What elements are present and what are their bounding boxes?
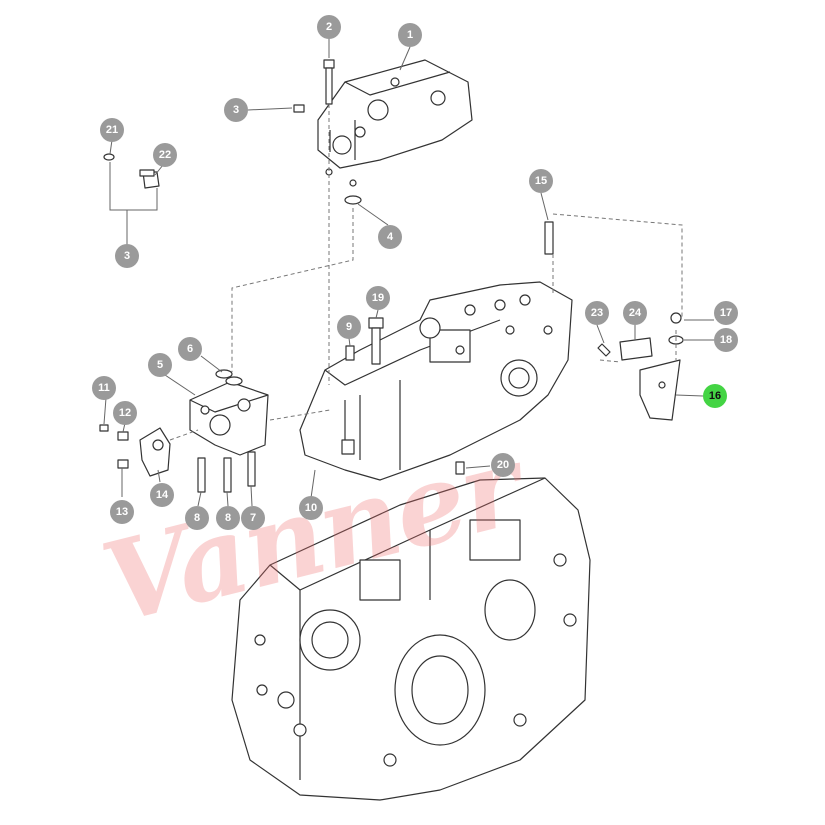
bracket-part-16 — [639, 359, 681, 421]
leader-lines — [103, 38, 714, 507]
bolt-part-2 — [323, 59, 335, 105]
bolts-part-8-7 — [197, 451, 256, 493]
callout-9[interactable]: 9 — [337, 315, 361, 339]
callout-11[interactable]: 11 — [92, 376, 116, 400]
bushing-part-12 — [117, 431, 129, 441]
callout-18[interactable]: 18 — [714, 328, 738, 352]
lever-part-14 — [139, 427, 171, 477]
callout-3-lower[interactable]: 3 — [115, 244, 139, 268]
callout-17[interactable]: 17 — [714, 301, 738, 325]
callout-7[interactable]: 7 — [241, 506, 265, 530]
dowel-part-9 — [345, 345, 355, 361]
hydraulic-housing-part-10 — [299, 281, 573, 481]
dashed-assembly-lines — [169, 104, 683, 441]
callout-10[interactable]: 10 — [299, 496, 323, 520]
pin-part-23 — [597, 343, 611, 357]
callout-2[interactable]: 2 — [317, 15, 341, 39]
callout-1[interactable]: 1 — [398, 23, 422, 47]
callout-22[interactable]: 22 — [153, 143, 177, 167]
washer-part-21 — [103, 153, 115, 161]
lift-cover-part — [317, 59, 473, 169]
plate-part-24 — [619, 337, 653, 361]
callout-23[interactable]: 23 — [585, 301, 609, 325]
callout-6[interactable]: 6 — [178, 337, 202, 361]
bolt-part-13 — [117, 459, 129, 469]
dowel-part-20 — [455, 461, 465, 475]
callout-8-left[interactable]: 8 — [185, 506, 209, 530]
callout-12[interactable]: 12 — [113, 401, 137, 425]
callout-5[interactable]: 5 — [148, 353, 172, 377]
transmission-case — [231, 477, 591, 801]
nut-part-17 — [670, 312, 682, 324]
o-ring-part-6 — [215, 369, 233, 379]
callout-21[interactable]: 21 — [100, 118, 124, 142]
callout-16-highlighted[interactable]: 16 — [703, 384, 727, 408]
callout-14[interactable]: 14 — [150, 483, 174, 507]
callout-4[interactable]: 4 — [378, 225, 402, 249]
callout-13[interactable]: 13 — [110, 500, 134, 524]
screw-part-11 — [99, 424, 109, 432]
callout-3-upper[interactable]: 3 — [224, 98, 248, 122]
callout-15[interactable]: 15 — [529, 169, 553, 193]
screw-part-3 — [293, 104, 305, 113]
callout-20[interactable]: 20 — [491, 453, 515, 477]
plug-part-22 — [139, 169, 160, 189]
callout-24[interactable]: 24 — [623, 301, 647, 325]
callout-8-right[interactable]: 8 — [216, 506, 240, 530]
callout-19[interactable]: 19 — [366, 286, 390, 310]
valve-block-part-5 — [189, 381, 269, 456]
o-ring-part-4 — [344, 195, 362, 205]
pin-part-15 — [544, 221, 554, 255]
